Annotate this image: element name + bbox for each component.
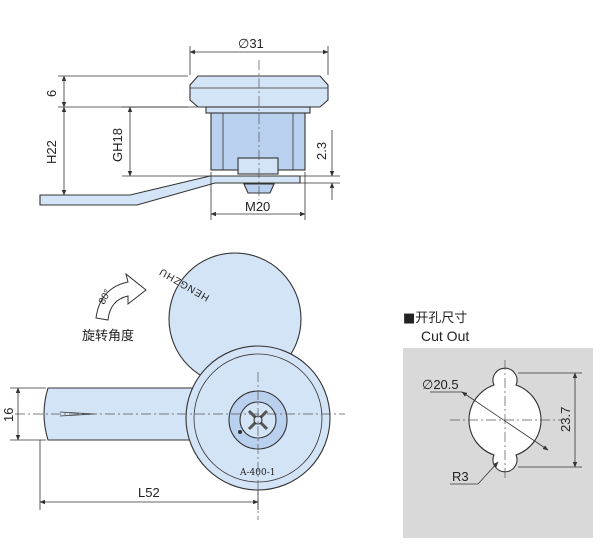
rotation-arrow-icon xyxy=(95,272,147,321)
dim-height-6: 6 xyxy=(44,90,59,97)
dim-l52: L52 xyxy=(138,485,160,500)
cutout-section: ■开孔尺寸 Cut Out ∅20.5 23.7 R3 xyxy=(403,311,593,538)
rotation-label: 旋转角度 xyxy=(82,328,134,344)
dim-2-3: 2.3 xyxy=(314,142,329,160)
cutout-dim-diameter: ∅20.5 xyxy=(422,377,459,392)
cutout-title-en: Cut Out xyxy=(421,328,469,344)
side-view: ∅31 6 H22 GH18 2.3 M20 xyxy=(39,36,340,220)
dim-h22: H22 xyxy=(44,140,59,164)
dim-m20: M20 xyxy=(245,199,270,214)
dim-diameter-31: ∅31 xyxy=(238,36,264,51)
front-view: HENGZHU A-400-1 80° 旋转角度 16 L52 xyxy=(1,252,345,520)
model-text: A-400-1 xyxy=(239,468,276,478)
cutout-title-cn: ■开孔尺寸 xyxy=(403,311,467,326)
cutout-dim-r3: R3 xyxy=(452,469,469,484)
dim-gh18: GH18 xyxy=(110,128,125,162)
cutout-dim-23-7: 23.7 xyxy=(558,407,573,432)
side-collar xyxy=(237,157,279,175)
dim-16: 16 xyxy=(1,408,16,422)
